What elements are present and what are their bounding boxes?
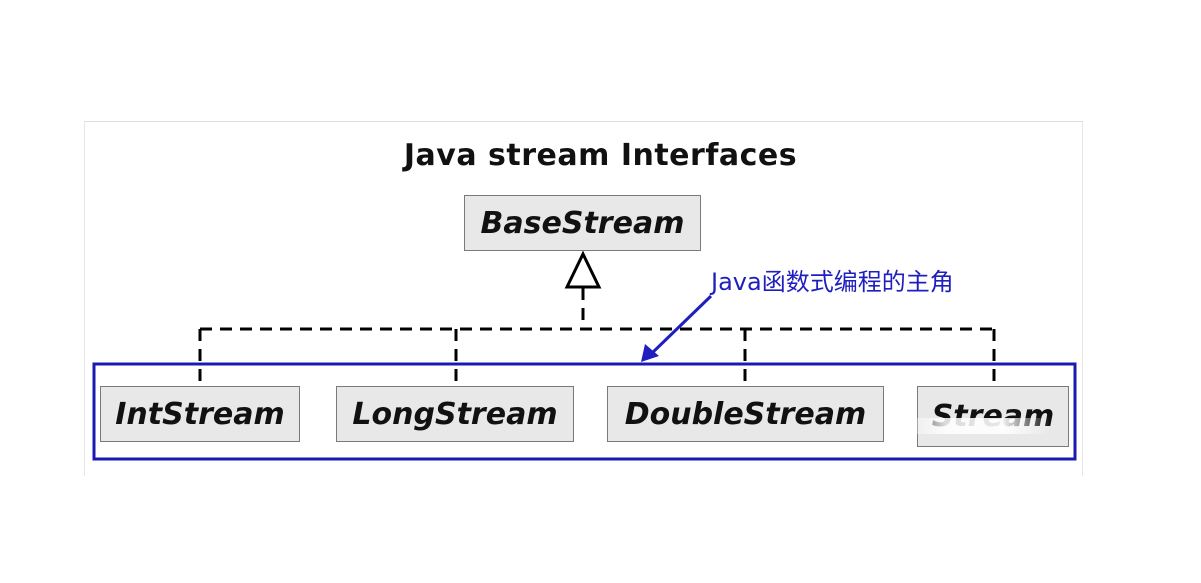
node-doublestream-label: DoubleStream — [624, 396, 867, 432]
inheritance-arrowhead-icon — [564, 250, 602, 289]
diagram-frame — [84, 121, 1083, 476]
annotation-text: Java函数式编程的主角 — [711, 268, 954, 296]
node-longstream-label: LongStream — [352, 396, 558, 432]
annotation-arrowhead-icon — [641, 344, 659, 362]
node-basestream-label: BaseStream — [480, 205, 685, 241]
node-doublestream: DoubleStream — [607, 386, 884, 442]
node-intstream-label: IntStream — [115, 396, 285, 432]
node-stream: Stream — [917, 386, 1069, 447]
watermark-overlay — [900, 418, 1050, 434]
annotation-arrow-line — [648, 294, 713, 357]
node-basestream: BaseStream — [464, 195, 701, 251]
node-intstream: IntStream — [100, 386, 300, 442]
dashed-connectors — [198, 288, 996, 386]
diagram-title: Java stream Interfaces — [403, 138, 798, 173]
highlight-box — [92, 362, 1077, 461]
node-longstream: LongStream — [336, 386, 574, 442]
